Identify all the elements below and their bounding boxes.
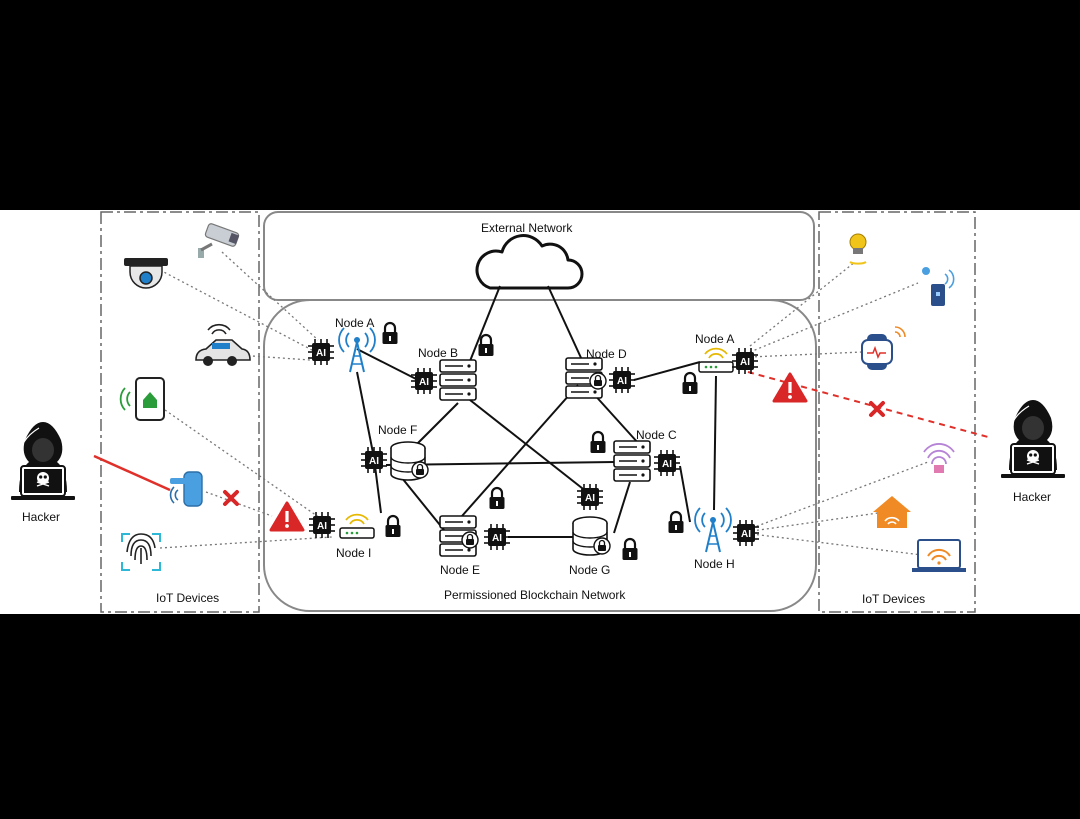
server-icon (613, 440, 651, 482)
padlock-icon (681, 371, 699, 396)
node-a-left-label: Node A (335, 316, 375, 330)
wifi-signal-icon (923, 443, 955, 473)
hacker-icon (10, 421, 76, 501)
padlock-icon (381, 321, 399, 346)
warning-icon (269, 501, 305, 532)
external-network-title: External Network (481, 221, 573, 235)
smart-home-icon (873, 496, 911, 528)
attack-line-right (747, 371, 989, 438)
router-icon (339, 513, 375, 539)
node-f-label: Node F (378, 423, 418, 437)
router-icon (698, 347, 734, 373)
node-e-label: Node E (440, 563, 481, 577)
cloud-icon (475, 234, 584, 290)
security-lock-icon (593, 537, 611, 555)
ai-chip-icon (483, 523, 511, 551)
ai-chip-icon (410, 367, 438, 395)
hacker-left-label: Hacker (22, 510, 61, 524)
padlock-icon (477, 333, 495, 358)
ai-chip-icon (653, 449, 681, 477)
attack-line-left (93, 454, 171, 492)
padlock-icon (384, 514, 402, 539)
smart-bulb-icon (849, 233, 867, 265)
hacker-right-label: Hacker (1013, 490, 1052, 504)
node-b-label: Node B (418, 346, 459, 360)
padlock-icon (621, 537, 639, 562)
server-icon (439, 359, 477, 401)
padlock-icon (667, 510, 685, 535)
security-lock-icon (461, 531, 479, 549)
padlock-icon (488, 486, 506, 511)
ai-chip-icon (608, 366, 636, 394)
laptop-wifi-icon (912, 539, 966, 572)
smartwatch-icon (861, 326, 906, 370)
blockchain-network-region (263, 299, 817, 612)
ai-chip-icon (731, 347, 759, 375)
attack-line-left-dotted (205, 491, 273, 517)
warning-icon (772, 372, 808, 403)
diagram-panel: AI (0, 210, 1080, 614)
iot-panel-left (100, 211, 260, 613)
node-a-right-label: Node A (695, 332, 735, 346)
blockchain-network-title: Permissioned Blockchain Network (444, 588, 626, 602)
hacker-icon (1000, 399, 1066, 479)
network-links (356, 285, 717, 538)
smart-lock-icon (169, 471, 203, 507)
padlock-icon (589, 430, 607, 455)
ai-chip-icon (308, 511, 336, 539)
security-lock-icon (589, 372, 607, 390)
ai-chip-icon (732, 519, 760, 547)
ai-chip-icon (360, 446, 388, 474)
dome-camera-icon (124, 258, 168, 289)
iot-panel-right (818, 211, 976, 613)
iot-sensor-icon (922, 267, 955, 306)
ai-chip-icon (307, 338, 335, 366)
iot-links (159, 251, 929, 556)
node-c-label: Node C (636, 428, 677, 442)
smart-car-icon (195, 323, 251, 366)
node-i-label: Node I (336, 546, 372, 560)
x-mark-icon (869, 401, 885, 417)
diagram-canvas: AI (10, 211, 1066, 613)
iot-devices-right-label: IoT Devices (862, 592, 926, 606)
smartphone-home-icon (119, 377, 165, 421)
node-h-label: Node H (694, 557, 735, 571)
node-g-label: Node G (569, 563, 611, 577)
security-lock-icon (411, 461, 429, 479)
cctv-camera-icon (198, 223, 240, 258)
fingerprint-icon (121, 533, 161, 571)
iot-devices-left-label: IoT Devices (156, 591, 220, 605)
antenna-tower-icon (694, 507, 732, 553)
node-d-label: Node D (586, 347, 627, 361)
x-mark-icon (223, 490, 239, 506)
